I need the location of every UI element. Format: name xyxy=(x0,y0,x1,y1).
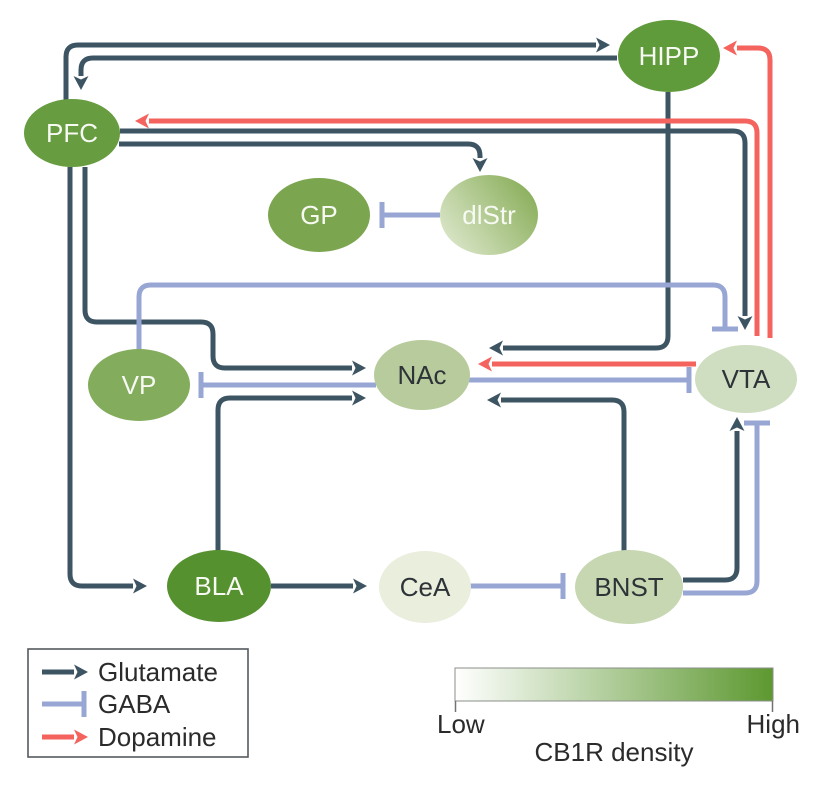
node-bnst-label: BNST xyxy=(594,572,663,602)
node-bla: BLA xyxy=(167,550,271,622)
node-vp: VP xyxy=(88,349,190,421)
node-cea: CeA xyxy=(379,551,471,623)
node-dlstr-shape xyxy=(440,175,538,255)
edge-pfc-to-hipp xyxy=(63,37,610,100)
node-pfc-shape xyxy=(24,99,120,167)
node-dlstr-label: dlStr xyxy=(462,200,516,230)
node-cea-shape xyxy=(379,551,471,623)
cb1r-low-label: Low xyxy=(437,709,485,739)
node-hipp: HIPP xyxy=(618,20,720,92)
edges-glutamate xyxy=(63,37,753,594)
node-hipp-label: HIPP xyxy=(639,41,700,71)
node-vp-label: VP xyxy=(122,370,157,400)
edge-bnst-to-vta-glutamate xyxy=(683,417,745,583)
node-vta-label: VTA xyxy=(722,364,771,394)
node-gp-shape xyxy=(268,178,370,252)
edge-pfc-to-vta xyxy=(120,128,753,330)
edge-pfc-to-dlstr xyxy=(119,141,488,172)
legend: Glutamate GABA Dopamine xyxy=(27,648,249,758)
node-hipp-shape xyxy=(618,20,720,92)
edge-pfc-to-nac xyxy=(82,167,366,376)
node-nac-label: NAc xyxy=(397,360,446,390)
edge-hipp-to-pfc xyxy=(73,55,617,90)
cb1r-colorbar: Low High CB1R density xyxy=(437,667,800,767)
edge-bla-to-nac xyxy=(215,390,366,551)
node-vp-shape xyxy=(88,349,190,421)
node-vta: VTA xyxy=(695,345,797,413)
node-bla-label: BLA xyxy=(194,571,244,601)
node-bnst: BNST xyxy=(575,550,683,624)
edges-dopamine xyxy=(135,40,773,372)
node-gp: GP xyxy=(268,178,370,252)
edge-bnst-to-vta-gaba xyxy=(683,420,770,596)
node-gp-label: GP xyxy=(300,200,338,230)
legend-glutamate-label: Glutamate xyxy=(98,657,218,687)
edge-hipp-to-nac xyxy=(489,92,671,356)
edge-vta-to-hipp xyxy=(723,40,773,338)
node-bla-shape xyxy=(167,550,271,622)
node-cea-label: CeA xyxy=(400,572,451,602)
node-vta-shape xyxy=(695,345,797,413)
node-nac-shape xyxy=(374,340,470,410)
edges-gaba xyxy=(136,202,770,599)
node-dlstr: dlStr xyxy=(440,175,538,255)
cb1r-high-label: High xyxy=(747,709,800,739)
edge-bnst-to-nac xyxy=(487,392,627,551)
legend-dopamine-label: Dopamine xyxy=(98,722,217,752)
node-pfc: PFC xyxy=(24,99,120,167)
node-nac: NAc xyxy=(374,340,470,410)
legend-gaba-label: GABA xyxy=(98,689,171,719)
node-pfc-label: PFC xyxy=(46,118,98,148)
edge-vta-to-pfc xyxy=(135,113,760,336)
cb1r-gradient-bar xyxy=(454,667,774,702)
node-bnst-shape xyxy=(575,550,683,624)
cb1r-title: CB1R density xyxy=(535,737,694,767)
edge-vp-to-vta xyxy=(136,282,738,350)
edge-pfc-to-bla xyxy=(67,167,147,594)
